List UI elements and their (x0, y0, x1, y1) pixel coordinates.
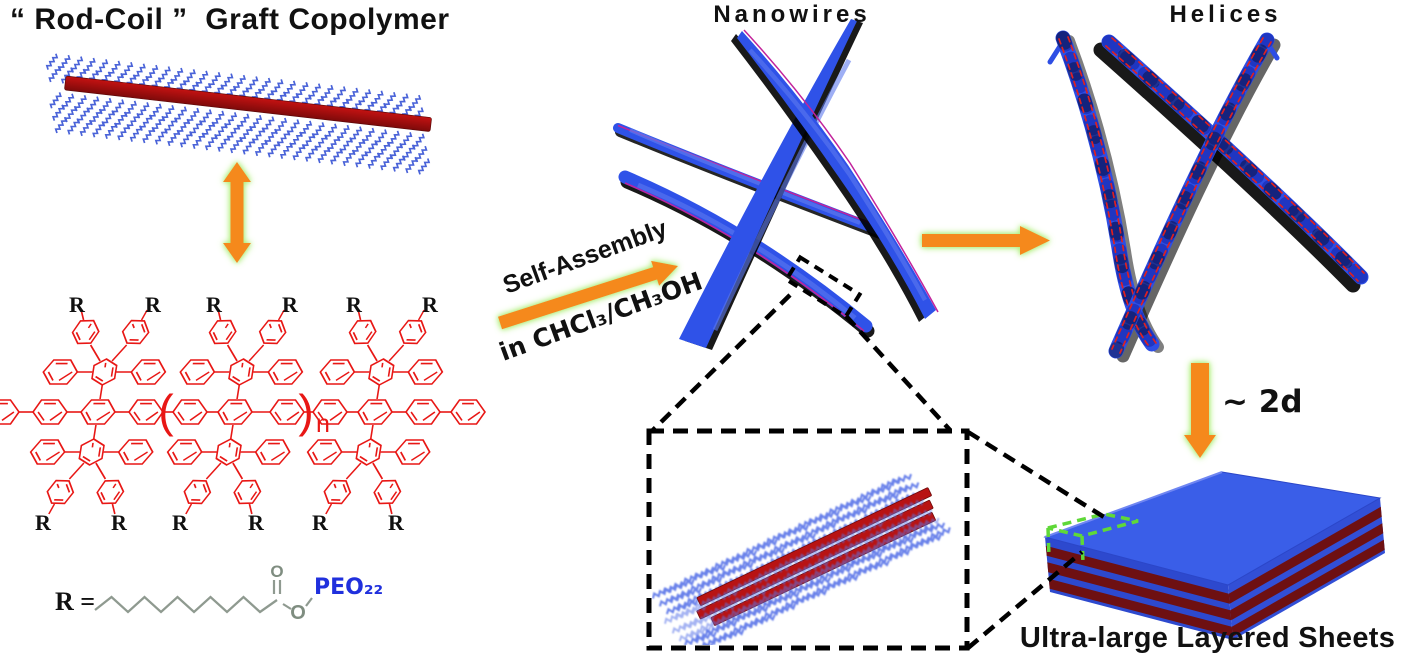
peo-label: PEO₂₂ (314, 575, 383, 600)
helices-cartoon (1047, 30, 1369, 363)
arrow-to-helices (922, 226, 1050, 255)
copolymer-title: “ Rod-Coil ” Graft Copolymer (10, 3, 450, 36)
r-substituent-label: R (282, 292, 299, 317)
helix-strand (1101, 34, 1369, 285)
arrow-to-sheets (1184, 363, 1216, 458)
r-substituent-label: R (35, 510, 52, 535)
carbonyl-oxygen: O (270, 562, 283, 581)
layered-sheets-cartoon (966, 430, 1385, 650)
repeat-subscript-n: n (316, 410, 330, 438)
nanowires-title: Nanowires (713, 1, 871, 28)
r-definition-formula: O O PEO₂₂ (94, 562, 383, 624)
r-substituent-label: R (172, 510, 189, 535)
inset-rod-cores (696, 487, 936, 626)
rod-block (64, 75, 432, 132)
nanowires-cartoon (613, 19, 939, 350)
time-label: ~ 2d (1222, 384, 1303, 420)
inset-cone-lines (966, 430, 1106, 650)
magnified-region-marker (650, 254, 952, 433)
r-equals-label: R = (55, 587, 96, 616)
polymer-structure (0, 309, 486, 515)
helix-strand (1108, 32, 1280, 359)
helices-title: Helices (1169, 1, 1282, 28)
r-substituent-label: R (145, 292, 162, 317)
r-substituent-label: R (111, 510, 128, 535)
r-substituent-label: R (312, 510, 329, 535)
r-substituent-label: R (388, 510, 405, 535)
r-substituent-label: R (248, 510, 265, 535)
r-substituent-label: R (346, 292, 363, 317)
alkyl-chain (94, 595, 278, 614)
polymer-structure-labels: ( ) n (158, 385, 330, 438)
ester-oxygen: O (290, 602, 306, 624)
sheet-unit-marker (1046, 512, 1139, 564)
r-substituent-label: R (422, 292, 439, 317)
r-group-labels: R R R R R R R R R R R R (35, 292, 439, 535)
paren-close: ) (298, 385, 313, 437)
r-substituent-label: R (206, 292, 223, 317)
paren-open: ( (158, 385, 174, 437)
rod-coil-cartoon (44, 52, 432, 176)
inset-border (646, 428, 970, 651)
equilibrium-arrow (223, 162, 251, 263)
self-assembly-arrow (498, 260, 678, 330)
nanowire-detail-inset (646, 428, 970, 651)
sheets-title: Ultra-large Layered Sheets (1019, 622, 1396, 654)
r-substituent-label: R (69, 292, 86, 317)
